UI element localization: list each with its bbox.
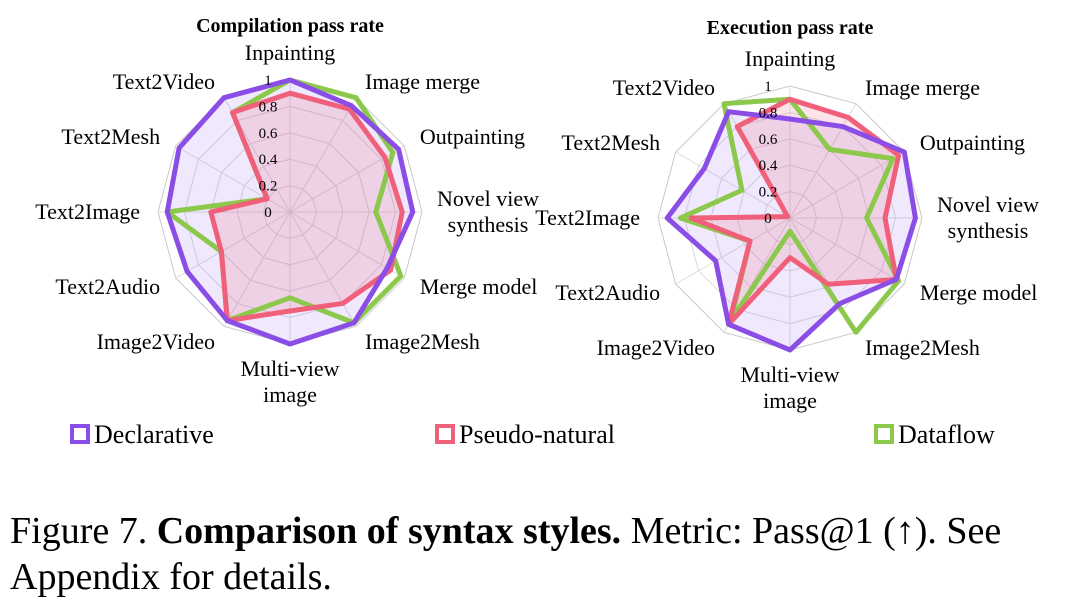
grid-spoke [289, 97, 357, 213]
grid-spoke [175, 211, 291, 279]
grid-spoke [675, 151, 791, 219]
category-label-image2mesh: Image2Mesh [865, 335, 980, 360]
figure-caption: Figure 7. Comparison of syntax styles. M… [10, 508, 1070, 600]
category-label-text2audio: Text2Audio [555, 280, 660, 305]
legend-label-pseudo-natural: Pseudo-natural [459, 420, 615, 449]
category-label-image-merge: Image merge [365, 69, 480, 94]
series-fill-pseudo-natural [210, 93, 403, 321]
legend-swatch-pseudo-natural [435, 424, 455, 444]
series-line-pseudo-natural [208, 90, 405, 324]
caption-rest: Metric: Pass@1 (↑). See Appendix for det… [10, 510, 1002, 598]
category-label-text2mesh: Text2Mesh [561, 130, 660, 155]
grid-spoke [223, 211, 291, 327]
series-fill-declarative [167, 80, 413, 344]
category-label-outpainting: Outpainting [920, 130, 1025, 155]
series-fill-pseudo-natural [691, 99, 899, 325]
category-label-text2video: Text2Video [113, 69, 215, 94]
tick-label: 0 [264, 205, 272, 221]
legend-swatch-declarative [70, 424, 90, 444]
compilation-radar-chart: Compilation pass rate 0 0.2 0.4 0.6 0.8 1 Inpai… [35, 15, 539, 407]
category-label-image2video: Image2Video [597, 335, 715, 360]
series-line-declarative [164, 77, 416, 347]
category-label-text2image: Text2Image [535, 205, 640, 230]
series-line-declarative [664, 109, 918, 353]
tick-label: 0.8 [759, 105, 778, 121]
tick-label: 0.8 [259, 99, 278, 115]
legend-label-declarative: Declarative [94, 420, 214, 449]
category-label-merge-model: Merge model [920, 280, 1038, 305]
legend-swatch-dataflow [874, 424, 894, 444]
tick-label: 0.4 [759, 158, 778, 174]
series-line-dataflow [677, 96, 902, 335]
category-label-merge-model: Merge model [420, 274, 538, 299]
category-label-text2audio: Text2Audio [55, 274, 160, 299]
tick-label: 0.2 [759, 185, 778, 201]
tick-label: 0 [764, 211, 772, 227]
category-label-image2video: Image2Video [97, 329, 215, 354]
execution-radar-chart: Execution pass rate 0 0.2 0.4 0.6 0.8 1 Inpaint… [535, 17, 1039, 413]
tick-label: 1 [764, 79, 772, 95]
chart-title: Execution pass rate [707, 17, 874, 39]
tick-label: 0.6 [259, 126, 278, 142]
tick-label: 0.2 [259, 179, 278, 195]
grid-spoke [289, 211, 357, 327]
tick-label: 1 [264, 73, 272, 89]
category-label-inpainting: Inpainting [745, 46, 835, 71]
grid-spoke [675, 217, 791, 285]
category-label-outpainting: Outpainting [420, 124, 525, 149]
category-label-text2mesh: Text2Mesh [61, 124, 160, 149]
grid-spoke [175, 145, 291, 213]
caption-prefix: Figure 7. [10, 510, 157, 552]
grid-spoke [789, 103, 857, 219]
category-label-text2image: Text2Image [35, 199, 140, 224]
series-line-pseudo-natural [688, 96, 902, 327]
caption-bold: Comparison of syntax styles. [156, 510, 622, 552]
grid-spoke [789, 217, 905, 285]
legend: Declarative Pseudo-natural Dataflow [70, 420, 995, 449]
category-label-text2video: Text2Video [613, 75, 715, 100]
category-label-inpainting: Inpainting [245, 40, 335, 65]
chart-title: Compilation pass rate [196, 15, 384, 37]
tick-label: 0.4 [259, 152, 278, 168]
figure: Compilation pass rate 0 0.2 0.4 0.6 0.8 1 Inpai… [35, 15, 1039, 449]
category-label-image2mesh: Image2Mesh [365, 329, 480, 354]
category-label-image-merge: Image merge [865, 75, 980, 100]
tick-label: 0.6 [759, 132, 778, 148]
grid-spoke [789, 151, 905, 219]
legend-label-dataflow: Dataflow [898, 420, 995, 449]
